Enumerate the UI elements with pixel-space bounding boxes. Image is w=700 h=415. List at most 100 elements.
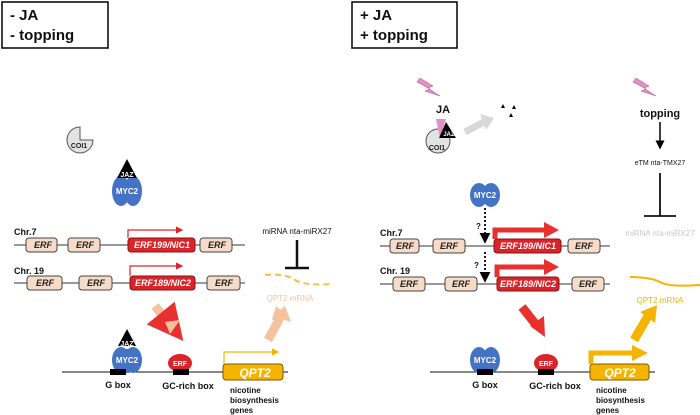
chr19-label: Chr. 19 — [14, 266, 44, 276]
svg-text:ERF199/NIC1: ERF199/NIC1 — [134, 240, 190, 250]
svg-text:JAZ: JAZ — [120, 341, 134, 348]
condition-box — [1, 1, 109, 49]
strong-transcription-arrow — [494, 264, 545, 277]
qpt2-mrna-label: QPT2 mRNA — [267, 294, 314, 303]
svg-text:ERF: ERF — [36, 278, 55, 288]
mirna-label: miRNA nta-miRX27 — [625, 229, 695, 238]
svg-text:QPT2: QPT2 — [604, 366, 636, 380]
gc-box-element — [173, 369, 189, 375]
mirna-label: miRNA nta-miRX27 — [262, 227, 332, 236]
qpt2-mrna-label: QPT2 mRNA — [637, 296, 684, 305]
erf-protein: ERF — [168, 354, 192, 372]
svg-text:MYC2: MYC2 — [116, 356, 139, 365]
jaz-myc2-complex: JAZ MYC2 — [112, 159, 142, 206]
erf-gene: ERF — [389, 238, 420, 254]
erf-gene: ERF — [571, 276, 605, 292]
svg-text:MYC2: MYC2 — [474, 356, 497, 365]
nicotine-label: biosynthesis — [596, 396, 645, 405]
qpt2-mrna-degraded — [264, 273, 334, 286]
condition-ja: - JA — [10, 7, 39, 24]
svg-text:ERF: ERF — [396, 241, 415, 251]
svg-text:ERF: ERF — [400, 279, 419, 289]
nicotine-label: nicotine — [596, 386, 627, 395]
svg-text:JAZ: JAZ — [443, 132, 455, 138]
jaz-label: JAZ — [120, 172, 134, 179]
condition-ja: + JA — [360, 7, 392, 24]
gc-box-element — [538, 369, 554, 375]
topping-label: topping — [640, 108, 680, 120]
degradation-arrow — [463, 118, 486, 136]
left-panel: - JA - topping COI1 JAZ MYC2 Chr.7 ERF E… — [1, 1, 334, 415]
svg-text:ERF: ERF — [575, 241, 594, 251]
ja-label: JA — [436, 104, 450, 116]
g-box-label: G box — [105, 380, 131, 390]
myc2-bound: MYC2 — [470, 347, 500, 373]
weak-translation-arrow — [264, 313, 285, 343]
svg-text:MYC2: MYC2 — [474, 191, 497, 200]
qpt2-strong-transcription-arrow — [588, 350, 634, 364]
transcription-arrow — [127, 226, 184, 238]
svg-text:ERF: ERF — [76, 240, 95, 250]
gc-box-label: GC-rich box — [162, 381, 214, 391]
erf-gene: ERF — [432, 238, 466, 254]
question-mark: ? — [474, 261, 479, 270]
jaz-myc2-bound: JAZ MYC2 — [112, 329, 142, 373]
svg-text:ERF: ERF — [452, 279, 471, 289]
erf-gene: ERF — [392, 276, 426, 292]
lightning-icon — [416, 77, 441, 97]
chr19-label: Chr. 19 — [380, 266, 410, 276]
nic2-gene: ERF189/NIC2 — [129, 275, 196, 291]
svg-text:COI1: COI1 — [429, 145, 445, 152]
nicotine-label: genes — [596, 406, 620, 415]
svg-text:ERF199/NIC1: ERF199/NIC1 — [500, 241, 556, 251]
qpt2-transcription-arrow — [223, 348, 280, 364]
coi1-protein: COI1 — [66, 126, 94, 154]
svg-text:ERF189/NIC2: ERF189/NIC2 — [135, 278, 191, 288]
nicotine-label: nicotine — [230, 386, 261, 395]
svg-text:ERF: ERF — [34, 240, 53, 250]
chr7-label: Chr.7 — [380, 228, 403, 238]
erf-gene: ERF — [67, 237, 101, 253]
nicotine-label: genes — [230, 406, 254, 415]
question-mark: ? — [476, 222, 481, 231]
condition-box — [351, 1, 458, 49]
right-panel: + JA + topping JA JAZ COI1 topping eTM n… — [351, 1, 700, 415]
condition-topping: + topping — [360, 27, 428, 44]
chr7-label: Chr.7 — [14, 227, 37, 237]
condition-topping: - topping — [10, 27, 74, 44]
erf-gene: ERF — [444, 276, 478, 292]
erf-gene: ERF — [199, 237, 233, 253]
jaz-fragment — [501, 104, 505, 108]
svg-text:ERF: ERF — [173, 361, 188, 368]
qpt2-gene: QPT2 — [222, 363, 284, 381]
svg-text:ERF: ERF — [579, 279, 598, 289]
nic1-gene: ERF199/NIC1 — [493, 238, 562, 254]
nic2-gene: ERF189/NIC2 — [496, 276, 560, 292]
strong-translation-arrow — [630, 313, 652, 343]
nic1-gene: ERF199/NIC1 — [127, 237, 196, 253]
g-box-element — [110, 369, 126, 375]
transcription-arrow — [129, 262, 184, 276]
g-box-label: G box — [472, 380, 498, 390]
svg-text:ERF: ERF — [440, 241, 459, 251]
qpt2-mrna — [629, 276, 700, 287]
svg-text:ERF: ERF — [539, 361, 554, 368]
lightning-icon — [632, 77, 657, 97]
gc-box-label: GC-rich box — [529, 381, 581, 391]
nicotine-label: biosynthesis — [230, 396, 279, 405]
erf-gene: ERF — [25, 237, 58, 253]
qpt2-gene: QPT2 — [589, 363, 650, 381]
svg-text:ERF: ERF — [87, 278, 106, 288]
erf-gene: ERF — [78, 275, 113, 291]
erf-gene: ERF — [26, 275, 63, 291]
svg-text:ERF: ERF — [208, 240, 227, 250]
svg-text:QPT2: QPT2 — [239, 366, 271, 380]
coi1-ja-jaz-complex: JAZ COI1 — [425, 119, 456, 154]
erf-gene: ERF — [567, 238, 601, 254]
erf-protein: ERF — [534, 354, 558, 372]
svg-text:ERF189/NIC2: ERF189/NIC2 — [500, 279, 556, 289]
strong-transcription-arrow — [492, 227, 545, 239]
svg-text:ERF: ERF — [215, 278, 234, 288]
etm-label: eTM nta-TMX27 — [635, 160, 686, 167]
